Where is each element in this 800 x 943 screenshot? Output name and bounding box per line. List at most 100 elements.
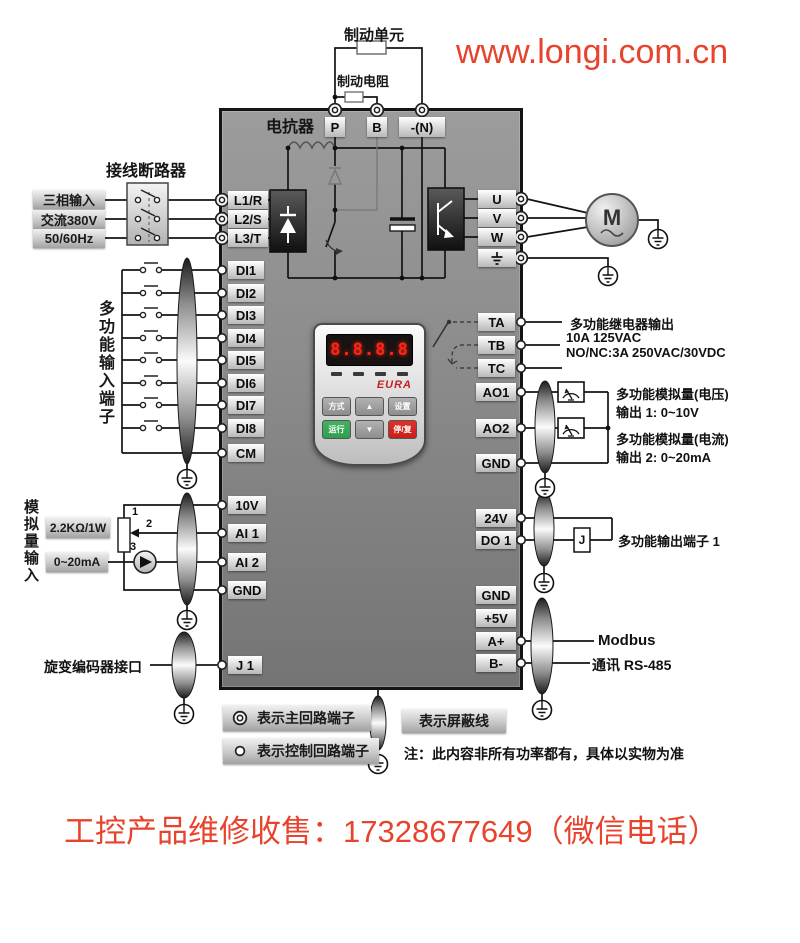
mode-button[interactable]: 方式	[322, 397, 351, 416]
do-shield-lens	[533, 491, 555, 567]
terminal-circle-di5	[217, 354, 227, 366]
shield-ground-stubs	[183, 464, 546, 754]
terminal-gnd-comm: GND	[476, 586, 516, 604]
up-button[interactable]: ▲	[355, 397, 384, 416]
set-button[interactable]: 设置	[388, 397, 417, 416]
terminal-circle-di7	[217, 399, 227, 411]
stop-reset-button[interactable]: 停/复	[388, 420, 417, 439]
down-button[interactable]: ▼	[355, 420, 384, 439]
pot-label: 2.2KΩ/1W	[46, 517, 110, 538]
analog-shield-lens	[176, 492, 198, 606]
terminal-circle-b	[369, 102, 385, 118]
terminal-v: V	[478, 209, 516, 227]
keypad-buttons: 方式 ▲ 设置 运行 ▼ 停/复	[315, 397, 424, 439]
run-button[interactable]: 运行	[322, 420, 351, 439]
terminal-w: W	[478, 228, 516, 246]
dc-capacitor	[389, 217, 416, 232]
terminal-circle-l3	[214, 230, 230, 246]
braking-resistor-symbol	[344, 91, 364, 103]
output-relay-box	[573, 527, 591, 553]
terminal-circle-di4	[217, 332, 227, 344]
encoder-label: 旋变编码器接口	[44, 659, 142, 675]
terminal-di1: DI1	[228, 261, 264, 279]
terminal-ao1: AO1	[476, 383, 516, 401]
terminal-circle-u	[513, 191, 529, 207]
terminal-di5: DI5	[228, 351, 264, 369]
terminal-di4: DI4	[228, 329, 264, 347]
terminal-b-minus: B-	[476, 654, 516, 672]
terminal-cm: CM	[228, 444, 264, 462]
braking-unit-resistor	[356, 40, 387, 55]
ground-symbol	[597, 265, 619, 287]
ground-symbol	[531, 699, 553, 721]
modbus-label: Modbus	[598, 632, 656, 649]
di-group-label: 多功能输入端子	[96, 300, 113, 426]
terminal-earth	[478, 249, 516, 267]
footer-contact: 工控产品维修收售：17328677649（微信电话）	[64, 814, 719, 849]
di-switch-contacts	[139, 262, 163, 432]
relay-contact-symbol	[432, 319, 478, 369]
ao-shield-lens	[534, 380, 556, 474]
b-terminal-wire	[338, 117, 378, 211]
terminal-circle-p	[327, 102, 343, 118]
main-terminal-icon	[232, 710, 248, 726]
earth-terminal-icon	[491, 252, 503, 265]
terminal-circle-ao2	[515, 422, 527, 434]
circuit-breaker-symbol	[126, 182, 169, 246]
terminal-circle-di8	[217, 422, 227, 434]
ao2-desc-2: 输出 2: 0~20mA	[616, 450, 712, 465]
terminal-circle-tc	[515, 362, 527, 374]
dc-bus	[287, 117, 446, 279]
terminal-di8: DI8	[228, 419, 264, 437]
shield-lenses	[171, 257, 556, 751]
do-desc: 多功能输出端子 1	[618, 534, 720, 549]
input-wires	[105, 199, 215, 239]
terminal-circle-gnd	[217, 584, 227, 596]
terminal-p: P	[325, 117, 345, 137]
ground-symbol	[173, 703, 195, 725]
di-row-wires	[122, 269, 217, 429]
terminal-circle-ta	[515, 316, 527, 328]
relay-desc-2: 10A 125VAC	[566, 330, 642, 345]
reactor-label: 电抗器	[266, 119, 315, 136]
terminal-circle-di1	[217, 264, 227, 276]
analog-group-label: 模拟量输入	[22, 499, 39, 584]
ao1-desc-1: 多功能模拟量(电压)	[616, 387, 729, 402]
wiper-arrow	[130, 528, 139, 538]
terminal-a-plus: A+	[476, 632, 516, 650]
terminal-circle-l1	[214, 192, 230, 208]
terminal-circle-10v	[217, 499, 227, 511]
terminal-circle-di6	[217, 377, 227, 389]
terminal-circle-tb	[515, 339, 527, 351]
ground-symbol	[176, 468, 198, 490]
current-meter-icon	[557, 417, 585, 439]
terminal-ai1: AI 1	[228, 524, 266, 542]
terminal-circle-di2	[217, 287, 227, 299]
voltage-meter-icon	[557, 381, 585, 403]
terminal-di6: DI6	[228, 374, 264, 392]
potentiometer	[117, 517, 131, 553]
pot-pin-3: 3	[130, 541, 136, 553]
legend-main-terminal-text: 表示主回路端子	[257, 710, 355, 726]
current-source-label: 0~20mA	[46, 552, 108, 572]
terminal-circle-cm	[217, 447, 227, 459]
pot-pin-2: 2	[146, 518, 152, 530]
reactor-coil	[287, 141, 336, 150]
ground-symbol	[176, 609, 198, 631]
legend-main-terminal: 表示主回路端子	[223, 705, 371, 731]
breaker-label: 接线断路器	[106, 163, 187, 180]
ground-symbol	[534, 477, 556, 499]
terminal-ta: TA	[478, 313, 515, 331]
rectifier-symbol	[269, 189, 307, 253]
website-url[interactable]: www.longi.com.cn	[456, 33, 729, 71]
ground-symbol	[533, 572, 555, 594]
braking-unit-label: 制动单元	[344, 27, 405, 44]
inverter-output-wires	[464, 198, 478, 238]
motor-wires	[526, 198, 659, 266]
terminal-circle-earth	[513, 250, 529, 266]
terminal-circle-v	[513, 210, 529, 226]
terminal-l3t: L3/T	[228, 229, 268, 247]
terminal-do1: DO 1	[476, 531, 516, 549]
terminal-di7: DI7	[228, 396, 264, 414]
